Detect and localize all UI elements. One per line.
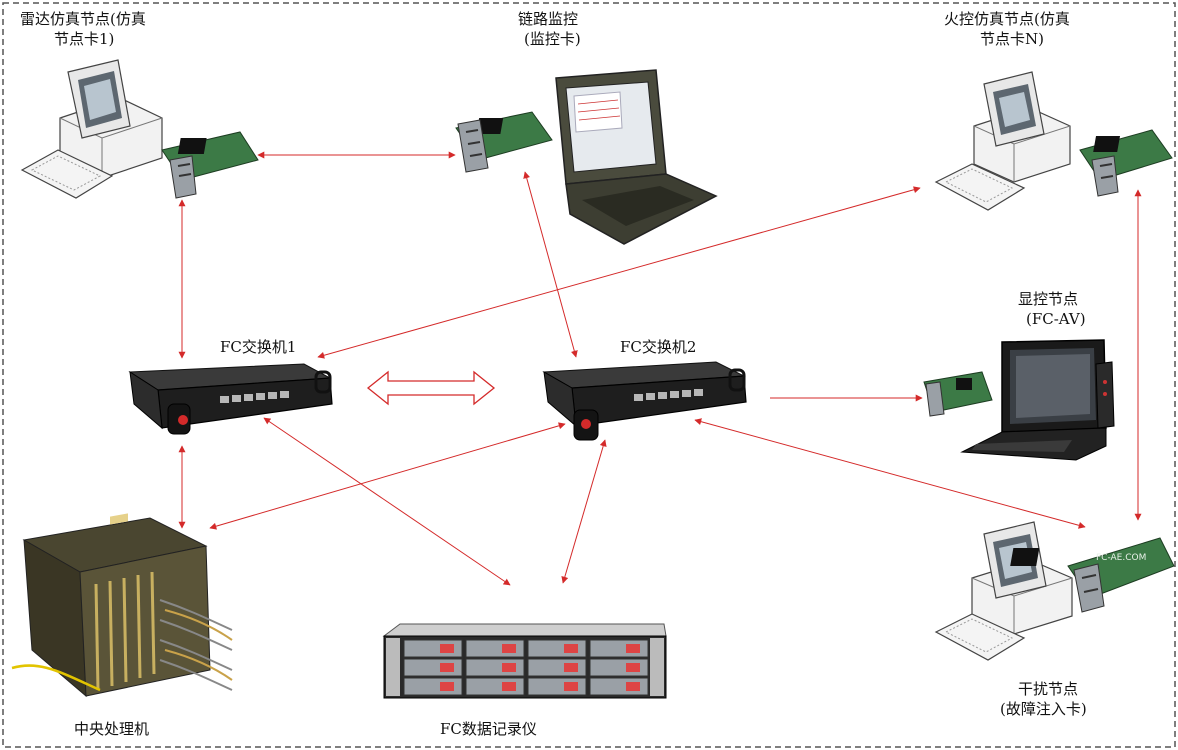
monitor-label-line1: 链路监控 [518, 10, 578, 28]
links [178, 151, 1142, 586]
display-label-line2: (FC-AV) [1026, 310, 1086, 328]
jammer-label-line2: (故障注入卡) [1000, 700, 1087, 718]
recorder-node: FC数据记录仪 [382, 623, 667, 738]
desktop-computer-icon [934, 521, 1073, 661]
radar-label-line1: 雷达仿真节点(仿真 [20, 10, 146, 28]
desktop-computer-icon [20, 59, 163, 199]
switch2-label: FC交换机2 [620, 338, 696, 356]
monitor-node: 链路监控 (监控卡) [455, 10, 718, 245]
radar-node: 雷达仿真节点(仿真 节点卡1) [20, 10, 259, 199]
fire-control-node: 火控仿真节点(仿真 节点卡N) [934, 10, 1173, 211]
recorder-label: FC数据记录仪 [440, 720, 537, 738]
cpu-node: 中央处理机 [11, 513, 233, 738]
fc-card-icon [1079, 129, 1173, 197]
switch1-node: FC交换机1 [128, 338, 333, 435]
rack-switch-icon [128, 363, 333, 435]
link-switch2-cpu [209, 422, 566, 530]
fire-control-label-line1: 火控仿真节点(仿真 [944, 10, 1070, 28]
fc-card-icon [455, 111, 553, 173]
link-switch2-jammer [694, 418, 1086, 529]
central-processor-icon [11, 513, 233, 698]
switch2-node: FC交换机2 [542, 338, 747, 441]
disk-array-icon [382, 623, 667, 699]
link-firecontrol-switch1 [317, 186, 921, 359]
monitor-label-line2: (监控卡) [524, 30, 581, 48]
switch-interconnect-arrow [366, 370, 496, 406]
jammer-node: FC-AE.COM 干扰节点 (故障注入卡) [934, 521, 1175, 718]
cpu-label: 中央处理机 [74, 720, 149, 738]
fire-control-label-line2: 节点卡N) [980, 30, 1044, 48]
rugged-laptop-icon [555, 69, 718, 245]
fc-card-icon [923, 371, 993, 417]
link-switch2-recorder [561, 439, 607, 584]
desktop-computer-icon [934, 71, 1071, 211]
switch1-label: FC交换机1 [220, 338, 296, 356]
fc-card-icon [161, 131, 259, 199]
display-label-line1: 显控节点 [1018, 290, 1078, 308]
watermark: FC-AE.COM [1096, 553, 1146, 563]
rack-switch-icon [542, 361, 747, 441]
fc-card-icon [1010, 537, 1175, 613]
radar-label-line2: 节点卡1) [54, 30, 114, 48]
rugged-laptop-icon [960, 339, 1115, 461]
jammer-label-line1: 干扰节点 [1018, 680, 1078, 698]
display-node: 显控节点 (FC-AV) [923, 290, 1115, 461]
